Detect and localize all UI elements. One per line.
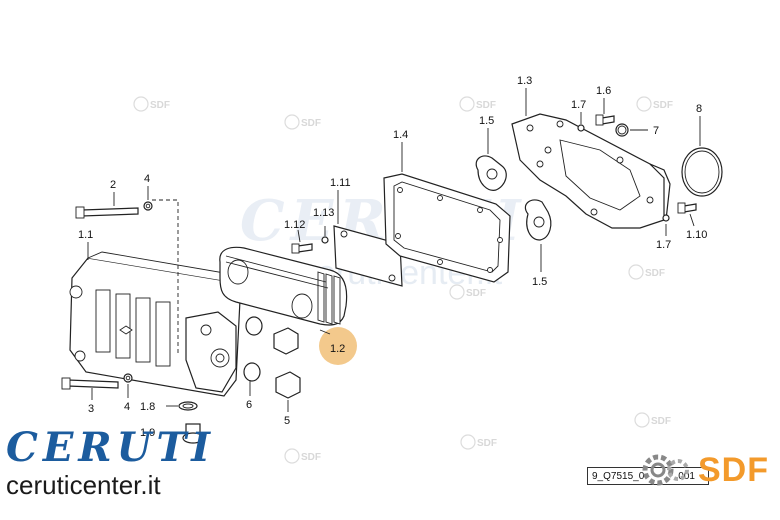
plug-1-9	[182, 423, 204, 444]
callout-1-8: 1.8	[140, 401, 155, 413]
svg-text:SDF: SDF	[477, 438, 497, 449]
sdf-watermark-5: SDF	[449, 284, 486, 300]
svg-text:SDF: SDF	[651, 416, 671, 427]
seal-1-8	[178, 401, 198, 411]
plate-1-11	[333, 225, 403, 287]
ceruti-logo: CERUTI ceruticenter.it	[6, 424, 215, 501]
washer-1-13	[321, 236, 329, 244]
callout-1-3: 1.3	[517, 75, 532, 87]
brand-name: CERUTI	[6, 424, 215, 471]
svg-text:SDF: SDF	[476, 100, 496, 111]
svg-text:SDF: SDF	[653, 100, 673, 111]
gasket-1-4	[383, 173, 511, 283]
sdf-watermark-3: SDF	[459, 96, 496, 112]
sdf-watermark-4: SDF	[636, 96, 673, 112]
callout-2: 2	[110, 179, 116, 191]
reference-code: 9_Q7515_0	[592, 471, 645, 482]
callout-8: 8	[696, 103, 702, 115]
fitting-6	[243, 316, 263, 382]
callout-1-7-top: 1.7	[571, 99, 586, 111]
callout-1-2: 1.2	[330, 343, 345, 355]
washer-1-7-top	[577, 124, 585, 132]
sdf-watermark-7: SDF	[284, 448, 321, 464]
screw-1-12	[291, 243, 313, 254]
callout-1-9: 1.9	[140, 427, 155, 439]
callout-1-11: 1.11	[330, 177, 351, 189]
svg-text:SDF: SDF	[645, 268, 665, 279]
gasket-1-5-bottom	[524, 199, 552, 241]
callout-6: 6	[246, 399, 252, 411]
callout-labels: 1.1 1.2 1.3 1.4 1.5 1.5 1.6 1.7 1.7 1.8 …	[78, 75, 707, 439]
sdf-watermark-1: SDF	[133, 96, 170, 112]
gasket-1-5-top	[475, 155, 507, 191]
callout-1-1: 1.1	[78, 229, 93, 241]
reference-suffix: 001	[678, 471, 695, 482]
callout-1-10: 1.10	[686, 229, 707, 241]
washer-1-7-bottom	[662, 214, 670, 222]
sdf-logo: SDF	[640, 448, 769, 492]
screw-1-6	[595, 114, 615, 126]
screw-1-10	[677, 202, 697, 214]
callout-3: 3	[88, 403, 94, 415]
sdf-gear-icon	[642, 454, 689, 486]
highlight-circle	[319, 327, 357, 365]
cover-plate	[511, 113, 671, 229]
bolt-3	[61, 377, 119, 390]
callout-1-7-bottom: 1.7	[656, 239, 671, 251]
callout-1-4: 1.4	[393, 129, 408, 141]
svg-text:SDF: SDF	[301, 118, 321, 129]
brand-site: ceruticenter.it	[6, 470, 161, 500]
callout-1-12: 1.12	[284, 219, 305, 231]
svg-text:SDF: SDF	[301, 452, 321, 463]
sdf-watermark-2: SDF	[284, 114, 321, 130]
sdf-watermark-9: SDF	[634, 412, 671, 428]
svg-text:SDF: SDF	[466, 288, 486, 299]
sdf-watermark-8: SDF	[460, 434, 497, 450]
sdf-watermark-6: SDF	[628, 264, 665, 280]
sdf-label: SDF	[698, 450, 769, 489]
oil-cooler-core	[219, 246, 348, 326]
callout-7: 7	[653, 125, 659, 137]
callout-4-top: 4	[144, 173, 150, 185]
washer-4-bottom	[123, 373, 133, 383]
callout-1-13: 1.13	[313, 207, 334, 219]
callout-4-bottom: 4	[124, 401, 130, 413]
leader-lines	[87, 88, 701, 433]
housing-part	[69, 251, 249, 397]
svg-text:SDF: SDF	[150, 100, 170, 111]
o-ring-8	[681, 147, 723, 197]
fitting-5	[273, 327, 301, 399]
callout-1-5-bottom: 1.5	[532, 276, 547, 288]
o-ring-7	[615, 123, 629, 137]
bolt-2	[75, 206, 139, 219]
callout-1-5-top: 1.5	[479, 115, 494, 127]
washer-4-top	[143, 201, 153, 211]
callout-1-6: 1.6	[596, 85, 611, 97]
callout-5: 5	[284, 415, 290, 427]
